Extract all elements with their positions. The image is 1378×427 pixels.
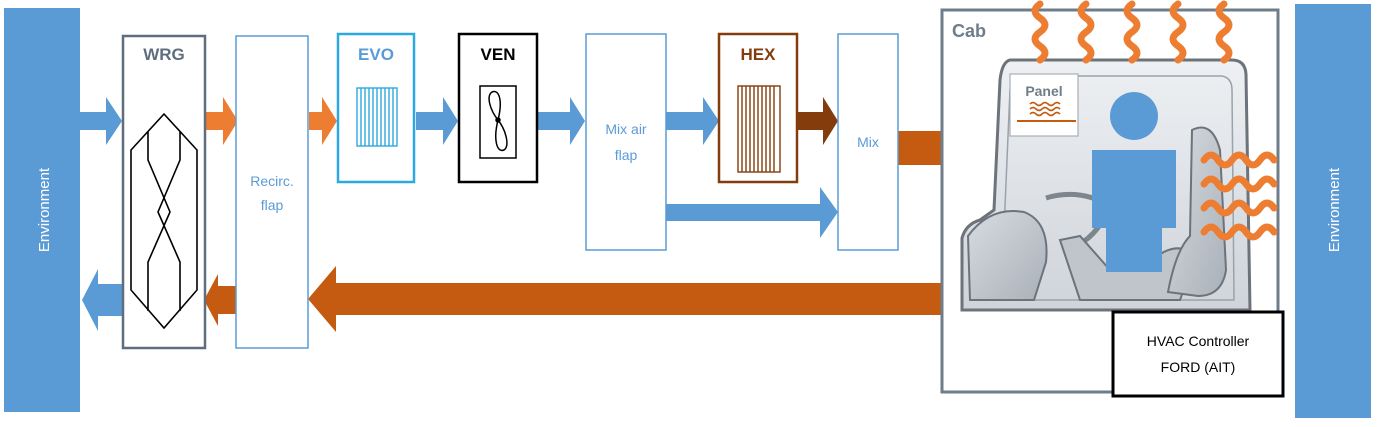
heater-core-icon	[737, 85, 781, 173]
panel-heat-icon	[1017, 101, 1076, 122]
heat-wave-top-4	[1169, 0, 1187, 64]
evo-box: EVO	[336, 32, 416, 184]
occupant-icon	[1092, 92, 1176, 272]
mix-box: Mix	[837, 33, 899, 251]
heat-wave-top-1	[1031, 0, 1049, 64]
recirc-label-line1: Recirc.	[250, 173, 294, 189]
heat-recovery-icon	[130, 112, 198, 330]
heat-waves-top	[1031, 0, 1233, 64]
heat-wave-top-2	[1077, 0, 1095, 64]
arrow-recirc-to-evo	[309, 97, 337, 145]
mix-label: Mix	[857, 134, 879, 150]
panel-heater: Panel	[1009, 73, 1079, 137]
ven-label: VEN	[481, 45, 516, 64]
ven-box: VEN	[457, 32, 539, 184]
mix-air-label-line1: Mix air	[605, 121, 647, 137]
arrow-wrg-to-env	[82, 269, 122, 331]
cab-box: Cab Panel	[940, 8, 1285, 398]
controller-label-line2: FORD (AIT)	[1161, 359, 1236, 375]
arrow-hex-to-mix	[797, 97, 838, 145]
arrow-evo-to-ven	[416, 97, 458, 145]
environment-left-label: Environment	[36, 167, 53, 252]
heat-wave-right-4	[1200, 223, 1278, 241]
heat-wave-right-2	[1200, 175, 1278, 193]
arrow-wrg-to-recirc	[206, 97, 238, 145]
wrg-box: WRG	[121, 34, 207, 350]
hex-box: HEX	[717, 32, 799, 184]
heat-wave-right-1	[1200, 151, 1278, 169]
evo-label: EVO	[358, 45, 394, 64]
fan-icon	[479, 85, 517, 159]
panel-label: Panel	[1025, 83, 1062, 99]
heat-waves-right	[1200, 151, 1278, 241]
arrow-ven-to-mixair	[538, 97, 585, 145]
environment-left: Environment	[4, 8, 80, 412]
arrow-mixair-bypass	[666, 187, 838, 238]
environment-right-label: Environment	[1326, 167, 1343, 252]
evaporator-icon	[356, 87, 398, 147]
mix-air-flap-box: Mix air flap	[585, 33, 667, 251]
arrow-mixair-to-hex	[666, 97, 719, 145]
hvac-controller-box: HVAC Controller FORD (AIT)	[1111, 310, 1285, 398]
hex-label: HEX	[741, 45, 777, 64]
arrow-recirc-to-wrg-return	[204, 274, 236, 326]
mix-air-label-line2: flap	[615, 147, 638, 163]
heat-wave-top-3	[1123, 0, 1141, 64]
recirc-label-line2: flap	[261, 197, 284, 213]
arrow-env-to-wrg	[80, 97, 122, 145]
recirc-flap-box: Recirc. flap	[235, 35, 309, 349]
wrg-label: WRG	[143, 45, 185, 64]
cab-label: Cab	[952, 21, 986, 41]
heat-wave-top-5	[1215, 0, 1233, 64]
heat-wave-right-3	[1200, 199, 1278, 217]
controller-label-line1: HVAC Controller	[1147, 333, 1250, 349]
arrow-cab-return	[308, 266, 945, 332]
environment-right: Environment	[1295, 4, 1371, 418]
